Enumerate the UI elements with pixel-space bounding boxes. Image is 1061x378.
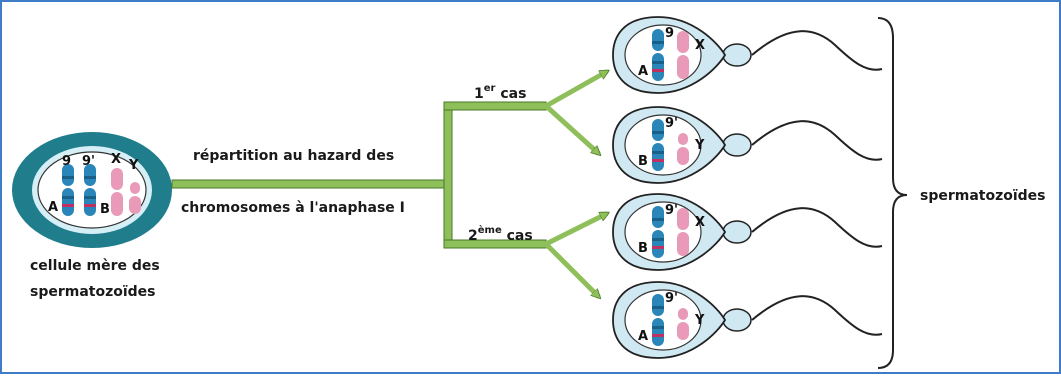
sperm-midpiece xyxy=(722,43,752,67)
label-9prime: 9' xyxy=(82,154,95,169)
sperm-autosome xyxy=(652,294,664,346)
arrow-case2-up xyxy=(543,211,606,247)
spermatozoids: 9X A 9' Y B 9' X B 9' Y A xyxy=(612,16,883,359)
sperm-autosome xyxy=(652,29,664,81)
branch-case1 xyxy=(443,101,547,111)
label-y: Y xyxy=(128,158,139,173)
sperm-sex-label: X xyxy=(695,215,705,230)
sperm-tail xyxy=(751,207,883,248)
sperm-allele-band xyxy=(652,69,664,72)
sperm-allele-band xyxy=(652,246,664,249)
sperm-allele-band xyxy=(652,334,664,337)
label-allele-b: B xyxy=(100,202,110,217)
case1-label: 1er cas xyxy=(474,83,526,102)
sperm-allele-label: A xyxy=(638,329,648,344)
allele-band-b xyxy=(84,204,96,207)
process-label-line1: répartition au hazard des xyxy=(193,148,394,164)
sperm-allele-label: B xyxy=(638,154,648,169)
mother-cell: 9 9' X Y A B xyxy=(12,132,172,248)
process-label-line2: chromosomes à l'anaphase I xyxy=(181,200,405,216)
chromosome-y xyxy=(129,182,141,214)
arrow-case1-up xyxy=(543,69,606,109)
arrow-case1-down xyxy=(543,103,598,153)
sperm-autosome xyxy=(652,206,664,258)
result-label: spermatozoïdes xyxy=(920,188,1046,204)
mother-cell-label-line2: spermatozoïdes xyxy=(30,284,156,300)
sperm-sex-label: X xyxy=(695,38,705,53)
vertical-split xyxy=(443,101,453,249)
spermatozoid-3: 9' X B xyxy=(612,193,883,271)
allele-band-a xyxy=(62,204,74,207)
arrows xyxy=(543,69,606,296)
sperm-allele-label: A xyxy=(638,64,648,79)
sperm-tail xyxy=(751,120,883,161)
main-branch xyxy=(171,179,451,189)
sperm-allele-label: B xyxy=(638,241,648,256)
sperm-autosome-label: 9' xyxy=(665,203,678,218)
sperm-midpiece xyxy=(722,133,752,157)
spermatozoid-2: 9' Y B xyxy=(612,106,883,184)
sperm-midpiece xyxy=(722,220,752,244)
chromosome-9 xyxy=(62,164,74,216)
sperm-autosome-label: 9' xyxy=(665,291,678,306)
spermatozoid-1: 9X A xyxy=(612,16,883,94)
sperm-allele-band xyxy=(652,159,664,162)
sperm-tail xyxy=(751,295,883,336)
label-9: 9 xyxy=(62,154,71,169)
mother-cell-label-line1: cellule mère des xyxy=(30,258,160,274)
brace xyxy=(877,17,908,369)
sperm-sex-label: Y xyxy=(694,313,705,328)
sperm-sex-chromosome xyxy=(677,308,689,340)
chromosome-9prime xyxy=(84,164,96,216)
sperm-autosome-label: 9' xyxy=(665,116,678,131)
sperm-midpiece xyxy=(722,308,752,332)
sperm-autosome xyxy=(652,119,664,171)
case2-label: 2ème cas xyxy=(468,224,533,244)
sperm-tail xyxy=(751,30,883,71)
spermatozoid-4: 9' Y A xyxy=(612,281,883,359)
sperm-sex-label: Y xyxy=(694,138,705,153)
sperm-sex-chromosome xyxy=(677,133,689,165)
label-allele-a: A xyxy=(48,200,58,215)
label-x: X xyxy=(111,152,121,167)
sperm-autosome-label: 9 xyxy=(665,26,674,41)
arrow-case2-down xyxy=(543,241,598,296)
